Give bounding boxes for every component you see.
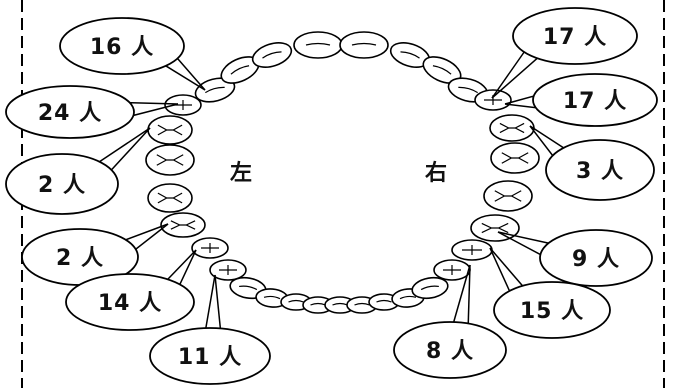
callout-count-label: 16 人 bbox=[90, 35, 154, 60]
callout-count-label: 11 人 bbox=[178, 345, 242, 370]
right-side-label: 右 bbox=[425, 161, 447, 186]
premolar-tooth bbox=[165, 95, 201, 115]
callout-count-label: 17 人 bbox=[543, 25, 607, 50]
callout-pointer-line bbox=[205, 275, 215, 333]
callout-count-label: 14 人 bbox=[98, 291, 162, 316]
callout-bubbles: 16 人 24 人 2 人 2 人 14 人 11 人 17 人 17 人 3 人 9 人 15 人… bbox=[6, 8, 657, 384]
premolar-tooth bbox=[434, 260, 470, 280]
incisor-tooth bbox=[294, 32, 342, 58]
callout-pointer-line bbox=[490, 248, 525, 289]
callout-pointer-line bbox=[215, 275, 221, 334]
callout-pointer-line bbox=[530, 126, 568, 150]
molar-tooth bbox=[148, 116, 192, 144]
molar-tooth bbox=[148, 184, 192, 212]
premolar-tooth bbox=[475, 90, 511, 110]
molar-tooth bbox=[490, 115, 534, 141]
callout-count-label: 8 人 bbox=[426, 339, 474, 364]
incisor-tooth bbox=[340, 32, 388, 58]
premolar-tooth bbox=[192, 238, 228, 258]
tooth-arch bbox=[146, 32, 539, 313]
molar-tooth bbox=[471, 215, 519, 241]
callout-count-label: 9 人 bbox=[572, 247, 620, 272]
callout-pointer-line bbox=[492, 56, 540, 98]
callout-count-label: 24 人 bbox=[38, 101, 102, 126]
callout-pointer-line bbox=[121, 224, 168, 242]
callout-count-label: 15 人 bbox=[520, 299, 584, 324]
left-side-label: 左 bbox=[230, 160, 252, 186]
callout-count-label: 3 人 bbox=[576, 159, 624, 184]
callout-count-label: 2 人 bbox=[56, 246, 104, 271]
callout-pointer-line bbox=[165, 250, 196, 282]
molar-tooth bbox=[491, 143, 539, 173]
molar-tooth bbox=[484, 181, 532, 211]
callout-count-label: 17 人 bbox=[563, 89, 627, 114]
premolar-tooth bbox=[452, 240, 492, 260]
callout-pointer-line bbox=[162, 64, 205, 90]
callout-count-label: 2 人 bbox=[38, 173, 86, 198]
molar-tooth bbox=[146, 145, 194, 175]
